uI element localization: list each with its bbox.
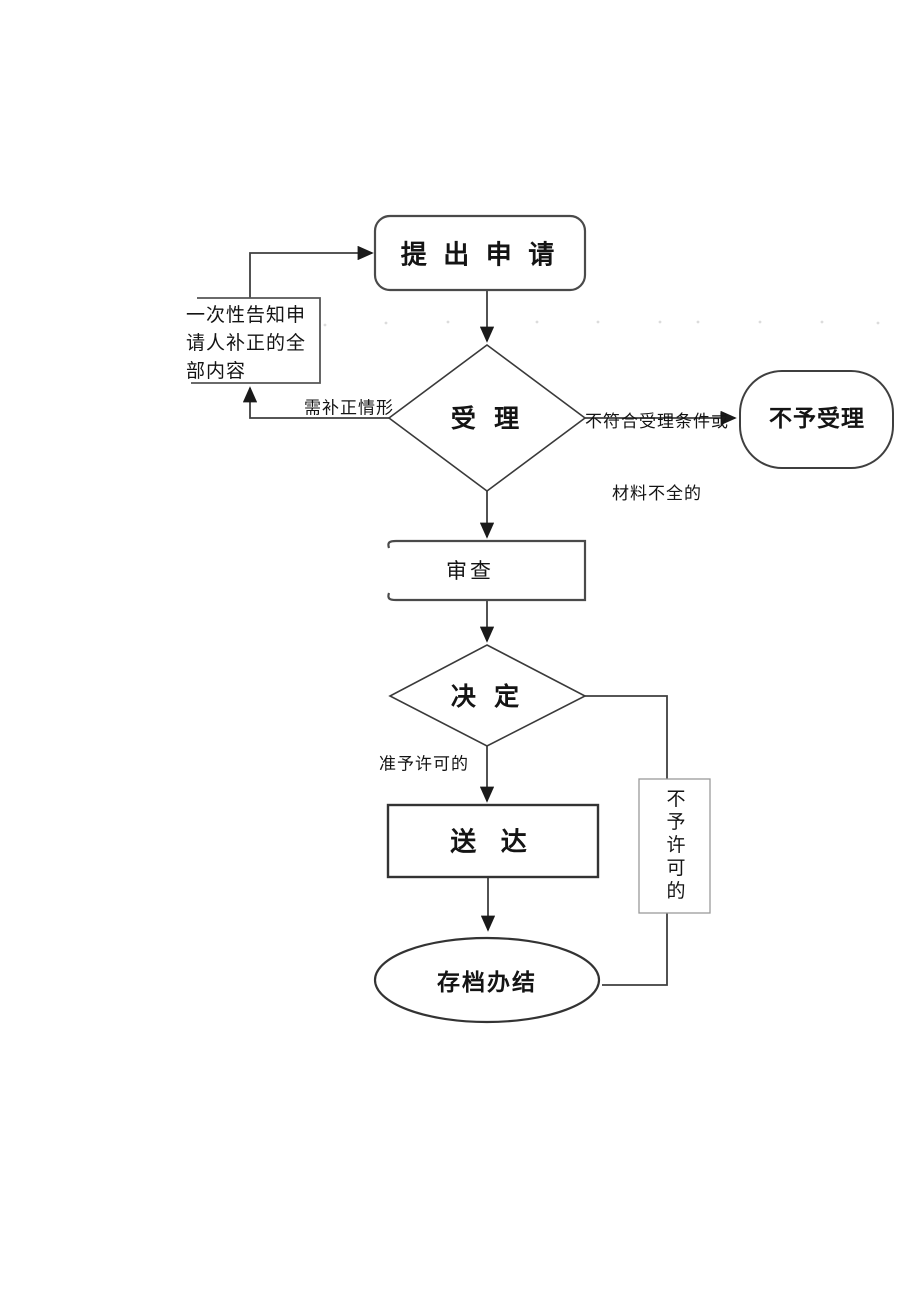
node-notify-box <box>191 297 321 384</box>
edge-label-granted: 准予许可的 <box>379 754 469 774</box>
node-deny-box <box>638 778 711 914</box>
reject-condition-line-1: 不符合受理条件或 <box>585 412 729 431</box>
node-reject-label: 不予受理 <box>769 406 865 431</box>
node-decide-diamond <box>388 644 587 747</box>
edge-label-reject-condition: 不符合受理条件或 材料不全的 <box>585 362 729 554</box>
node-deny-label: 不予许可的 <box>663 788 685 904</box>
node-deliver-box <box>386 803 600 879</box>
edge-notify-to-apply <box>249 245 374 298</box>
node-review-box <box>387 539 587 602</box>
node-decide-label: 决 定 <box>450 684 526 711</box>
notify-line-3: 部内容 <box>186 361 247 382</box>
node-deliver-label: 送 达 <box>450 827 536 857</box>
node-archive-label: 存档办结 <box>437 970 537 995</box>
notify-line-2: 请人补正的全 <box>186 333 307 354</box>
edge-deny-to-archive <box>602 913 668 986</box>
reject-condition-line-2: 材料不全的 <box>612 484 702 503</box>
node-accept-diamond <box>387 344 587 492</box>
node-archive-ellipse <box>373 936 601 1024</box>
node-reject-terminator <box>739 370 894 469</box>
edge-accept-to-notify <box>242 386 389 419</box>
node-apply-label: 提 出 申 请 <box>400 240 560 270</box>
faint-dotted-line <box>323 320 880 327</box>
node-accept-label: 受 理 <box>450 406 526 433</box>
node-review-label: 审查 <box>446 559 494 583</box>
connectors <box>242 245 737 986</box>
edge-decide-to-deny <box>585 695 668 779</box>
edge-label-need-correction: 需补正情形 <box>304 398 394 418</box>
node-apply-shape <box>373 214 587 292</box>
notify-line-1: 一次性告知申 <box>186 305 307 326</box>
node-notify-label: 一次性告知申 请人补正的全 部内容 <box>186 302 336 386</box>
